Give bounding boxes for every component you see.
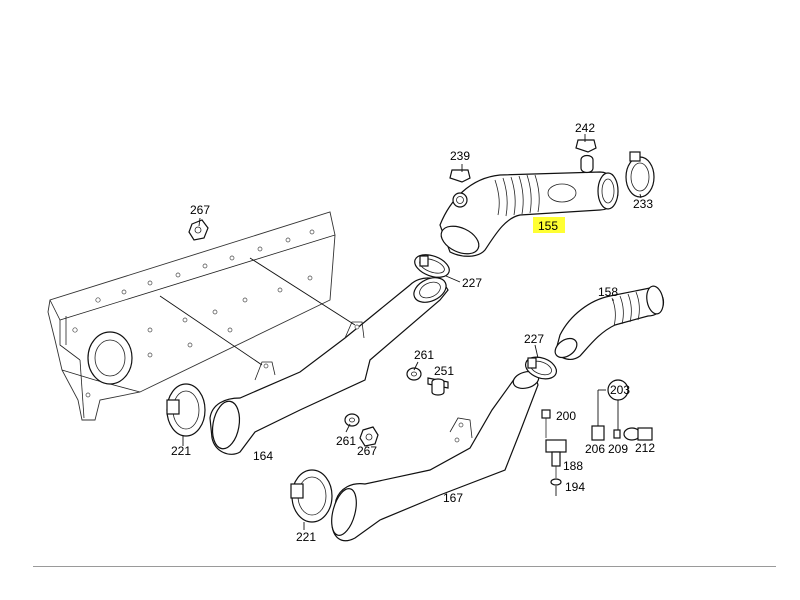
label-251[interactable]: 251 <box>434 364 454 378</box>
nut-267-lower <box>359 426 379 447</box>
label-233[interactable]: 233 <box>633 197 653 211</box>
hose-158 <box>554 285 665 360</box>
label-209[interactable]: 209 <box>608 442 628 456</box>
label-212[interactable]: 212 <box>635 441 655 455</box>
part-labels: 155 158 164 167 188 194 200 203 206 209 … <box>171 121 655 544</box>
corrugated-hose-155 <box>439 171 619 257</box>
nut-267-upper <box>188 219 209 241</box>
label-158[interactable]: 158 <box>598 285 618 299</box>
hose-clamp-233 <box>625 151 655 198</box>
label-164[interactable]: 164 <box>253 449 273 463</box>
bottom-divider <box>33 566 776 567</box>
intake-pipe-164 <box>209 277 449 455</box>
label-194[interactable]: 194 <box>565 480 585 494</box>
label-200[interactable]: 200 <box>556 409 576 423</box>
label-221-upper[interactable]: 221 <box>171 444 191 458</box>
label-261-upper[interactable]: 261 <box>414 348 434 362</box>
label-267-lower[interactable]: 267 <box>357 444 377 458</box>
bolt-200 <box>541 409 551 438</box>
label-203[interactable]: 203 <box>610 383 630 397</box>
bolt-251 <box>427 377 449 396</box>
washer-194 <box>550 478 562 486</box>
washer-261-upper <box>406 367 422 381</box>
label-227-lower[interactable]: 227 <box>524 332 544 346</box>
intake-pipe-167 <box>331 370 540 542</box>
label-155[interactable]: 155 <box>538 219 558 233</box>
label-221-lower[interactable]: 221 <box>296 530 316 544</box>
label-242[interactable]: 242 <box>575 121 595 135</box>
chassis-frame <box>47 211 336 421</box>
sensor-188 <box>545 439 567 478</box>
label-188[interactable]: 188 <box>563 459 583 473</box>
washer-261-lower <box>344 413 360 427</box>
leader-lines <box>159 134 642 530</box>
seal-209 <box>613 429 621 439</box>
label-239[interactable]: 239 <box>450 149 470 163</box>
connector-206 <box>591 425 605 441</box>
hose-clamp-221-lower <box>290 469 333 523</box>
label-267-upper[interactable]: 267 <box>190 203 210 217</box>
hose-clamp-221-upper <box>166 383 206 437</box>
hose-clamp-227-upper <box>414 254 450 278</box>
hose-clamp-227-lower <box>524 356 558 380</box>
clip-239 <box>449 169 471 183</box>
label-227-upper[interactable]: 227 <box>462 276 482 290</box>
clip-242 <box>575 139 597 174</box>
label-261-lower[interactable]: 261 <box>336 434 356 448</box>
highlight-box-155 <box>533 217 565 233</box>
label-206[interactable]: 206 <box>585 442 605 456</box>
plug-212 <box>623 427 653 441</box>
label-167[interactable]: 167 <box>443 491 463 505</box>
